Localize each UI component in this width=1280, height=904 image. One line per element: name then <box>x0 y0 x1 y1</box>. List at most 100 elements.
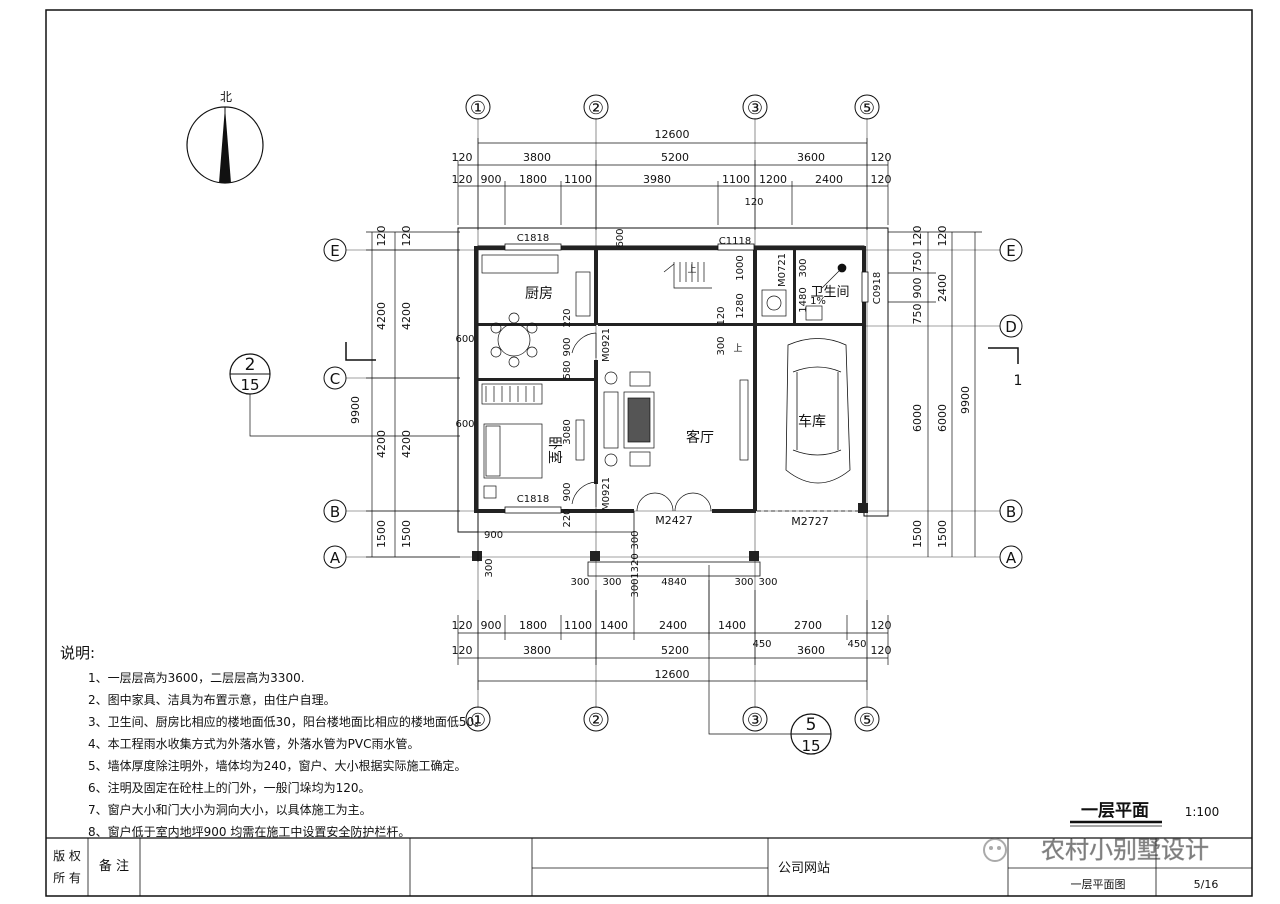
plan-label: 300 <box>798 258 809 277</box>
titleblock-copyright-1: 版 权 <box>53 849 81 863</box>
dim-left-inner: 120 4200 4200 1500 <box>400 226 413 549</box>
kitchen-furniture <box>481 254 591 368</box>
note-4: 4、本工程雨水收集方式为外落水管，外落水管为PVC雨水管。 <box>88 736 419 751</box>
drawing-title-text: 一层平面 <box>1081 801 1149 821</box>
door-M0921-a: M0921 <box>601 328 612 362</box>
grid-right-E: E <box>1006 242 1015 260</box>
dim-label: 750 <box>911 304 924 325</box>
plan-labels: 600 600 600 220 900 580 3080 900 220 100… <box>455 228 809 597</box>
room-bath: 卫生间 <box>810 285 849 300</box>
section-marker-bottom: 5 15 <box>708 565 832 755</box>
window-C1818-top: C1818 <box>517 233 549 244</box>
dim-label: 120 <box>871 173 892 186</box>
room-bedroom: 卧室 <box>546 436 563 464</box>
note-1: 1、一层层高为3600，二层层高为3300. <box>88 670 305 685</box>
porch <box>477 511 761 577</box>
plan-label: 300 <box>630 578 641 597</box>
plan-label: 220 <box>562 308 573 327</box>
dim-label: 1100 <box>722 173 750 186</box>
door-M2427: M2427 <box>655 514 693 527</box>
dim-top-total: 12600 <box>655 128 690 141</box>
dim-label: 1800 <box>519 619 547 632</box>
stair-up-label: 上 <box>687 264 696 275</box>
dimensions-left <box>366 231 460 558</box>
grid-bottom-1: ① <box>470 710 486 731</box>
dim-label: 3800 <box>523 644 551 657</box>
plan-label: 300 <box>758 577 777 588</box>
note-8: 8、窗户低于室内地坪900 均需在施工中设置安全防护栏杆。 <box>88 824 410 839</box>
grid-top-1: ① <box>470 98 486 119</box>
window-C0918: C0918 <box>872 272 883 304</box>
room-kitchen: 厨房 <box>525 286 553 302</box>
titleblock-sheet: 5/16 <box>1194 878 1219 891</box>
titleblock-copyright-2: 所 有 <box>53 871 81 885</box>
dim-label: 900 <box>911 278 924 299</box>
grid-left-A: A <box>330 549 341 567</box>
dim-label: 6000 <box>936 404 949 432</box>
columns <box>472 503 868 561</box>
window-C1118: C1118 <box>719 236 751 247</box>
dim-label: 2700 <box>794 619 822 632</box>
dim-label: 1200 <box>759 173 787 186</box>
door-M2727: M2727 <box>791 515 829 528</box>
grid-left-E: E <box>330 242 339 260</box>
watermark: 农村小别墅设计 <box>983 836 1209 864</box>
dim-label: 4200 <box>375 430 388 458</box>
grid-right-B: B <box>1006 503 1016 521</box>
plan-label: 580 <box>562 360 573 379</box>
dimensions-right <box>888 231 982 557</box>
bath-slope: 1% <box>810 296 826 307</box>
section-right-label: 1 <box>1014 373 1023 389</box>
grid-top-5: ⑤ <box>859 98 875 119</box>
grid-bubbles-top: ① ② ③ ⑤ <box>465 94 880 120</box>
dim-label: 5200 <box>661 151 689 164</box>
dim-label: 1100 <box>564 619 592 632</box>
room-living: 客厅 <box>686 429 714 446</box>
grid-bubbles-right: E D B A <box>999 238 1023 569</box>
dim-right-inner: 120 750 900 750 6000 1500 <box>911 226 924 549</box>
dim-bottom-small-2: 450 <box>847 639 866 650</box>
dim-label: 120 <box>375 226 388 247</box>
dim-label: 120 <box>871 619 892 632</box>
dim-label: 120 <box>936 226 949 247</box>
dim-bottom-total: 12600 <box>655 668 690 681</box>
dim-top-small: 120 <box>744 197 763 208</box>
titleblock-remarks: 备 注 <box>99 858 129 874</box>
dim-label: 1100 <box>564 173 592 186</box>
dim-label: 2400 <box>659 619 687 632</box>
grid-left-C: C <box>330 370 340 388</box>
dim-label: 120 <box>452 619 473 632</box>
dim-label: 5200 <box>661 644 689 657</box>
dim-top-row1: 120 3800 5200 3600 120 <box>452 151 892 164</box>
plan-label: 300 <box>734 577 753 588</box>
dim-label: 3600 <box>797 151 825 164</box>
dim-bottom-row2: 120 3800 5200 3600 120 <box>452 644 892 657</box>
dimensions-top <box>457 138 889 230</box>
plan-label: 300 <box>570 577 589 588</box>
dim-label: 120 <box>871 644 892 657</box>
section-marker-left: 2 15 <box>229 342 460 437</box>
door-M0921-b: M0921 <box>601 477 612 511</box>
dim-label: 2400 <box>936 274 949 302</box>
plan-label: 4840 <box>661 577 686 588</box>
section-bottom-den: 15 <box>801 737 820 755</box>
grid-right-A: A <box>1006 549 1017 567</box>
titleblock-drawing-name: 一层平面图 <box>1071 878 1126 891</box>
dim-label: 1500 <box>375 520 388 548</box>
section-left-den: 15 <box>240 376 259 394</box>
grid-left-B: B <box>330 503 340 521</box>
dim-top-row2: 120 900 1800 1100 3980 1100 1200 2400 12… <box>452 173 892 186</box>
dim-right-outer: 120 2400 6000 1500 9900 <box>936 226 972 549</box>
grid-top-3: ③ <box>747 98 763 119</box>
dim-label: 3800 <box>523 151 551 164</box>
plan-label: 600 <box>455 334 474 345</box>
dim-label: 1500 <box>936 520 949 548</box>
watermark-text: 农村小别墅设计 <box>1041 836 1209 864</box>
note-5: 5、墙体厚度除注明外，墙体均为240，窗户、大小根据实际施工确定。 <box>88 758 467 773</box>
plan-label: 300 <box>484 558 495 577</box>
dim-label: 750 <box>911 252 924 273</box>
dim-label: 6000 <box>911 404 924 432</box>
plan-label: 900 <box>484 530 503 541</box>
plan-label: 300 <box>602 577 621 588</box>
